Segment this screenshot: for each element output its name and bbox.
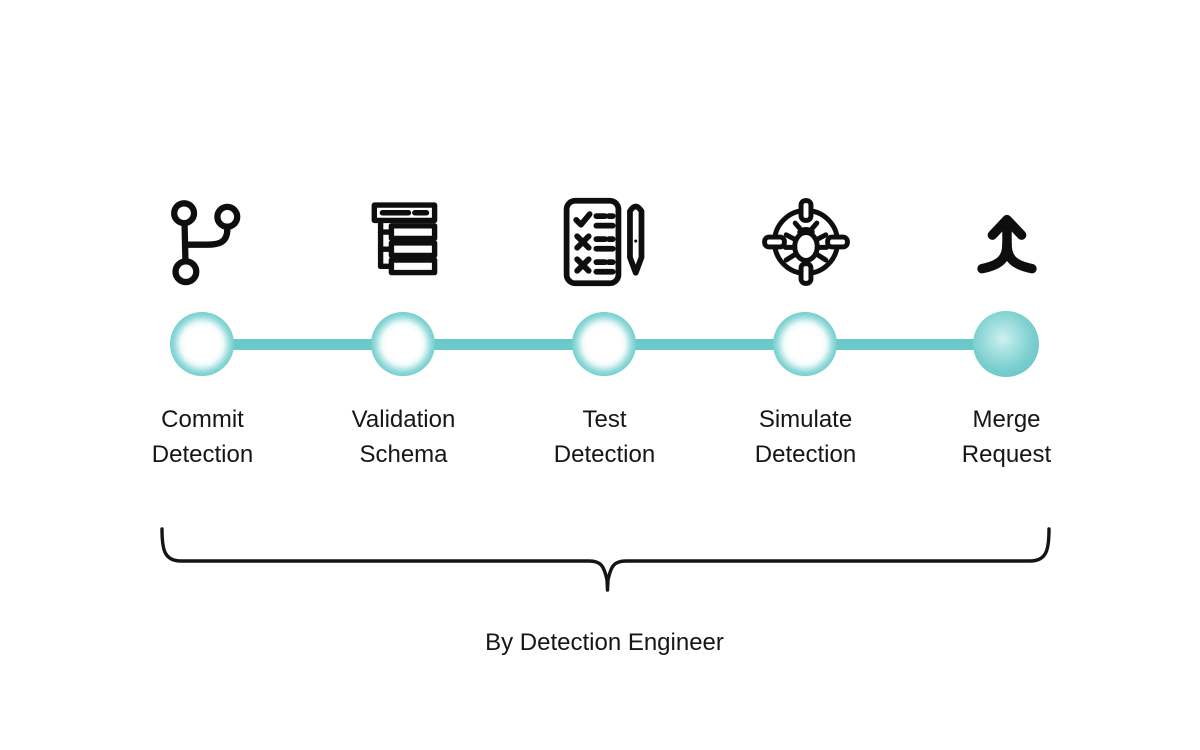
- merge-arrow-icon: [976, 214, 1037, 274]
- git-commit-icon: [170, 200, 240, 286]
- step-label-merge-request: Merge Request: [906, 402, 1107, 472]
- timeline: [102, 298, 1107, 390]
- label-line: Detection: [553, 441, 656, 468]
- timeline-node-validation: [371, 312, 435, 376]
- label-row: Commit Detection Validation Schema Test …: [102, 402, 1107, 472]
- step-merge-request: [906, 186, 1107, 298]
- pipeline-stage: Commit Detection Validation Schema Test …: [102, 186, 1107, 472]
- step-simulate-detection: [705, 186, 906, 298]
- bug-target-icon: [761, 198, 850, 286]
- label-line: Test: [582, 406, 627, 433]
- timeline-node-simulate: [773, 312, 837, 376]
- timeline-node-test: [572, 312, 636, 376]
- label-line: Request: [961, 441, 1052, 468]
- label-line: Commit: [161, 406, 244, 433]
- label-line: Detection: [151, 441, 254, 468]
- step-label-validation-schema: Validation Schema: [303, 402, 504, 472]
- step-commit-detection: [102, 186, 303, 298]
- label-line: Validation: [351, 406, 456, 433]
- label-line: Schema: [359, 441, 448, 468]
- label-line: Simulate: [758, 406, 853, 433]
- step-label-commit-detection: Commit Detection: [102, 402, 303, 472]
- label-line: Merge: [972, 406, 1041, 433]
- brace-caption: By Detection Engineer: [485, 629, 724, 656]
- label-line: Detection: [754, 441, 857, 468]
- step-test-detection: [504, 186, 705, 298]
- timeline-node-merge: [973, 311, 1039, 377]
- test-checklist-icon: [563, 197, 644, 287]
- icon-row: [102, 186, 1107, 298]
- validation-schema-icon: [371, 202, 437, 276]
- step-label-simulate-detection: Simulate Detection: [705, 402, 906, 472]
- step-validation-schema: [303, 186, 504, 298]
- timeline-node-commit: [170, 312, 234, 376]
- step-label-test-detection: Test Detection: [504, 402, 705, 472]
